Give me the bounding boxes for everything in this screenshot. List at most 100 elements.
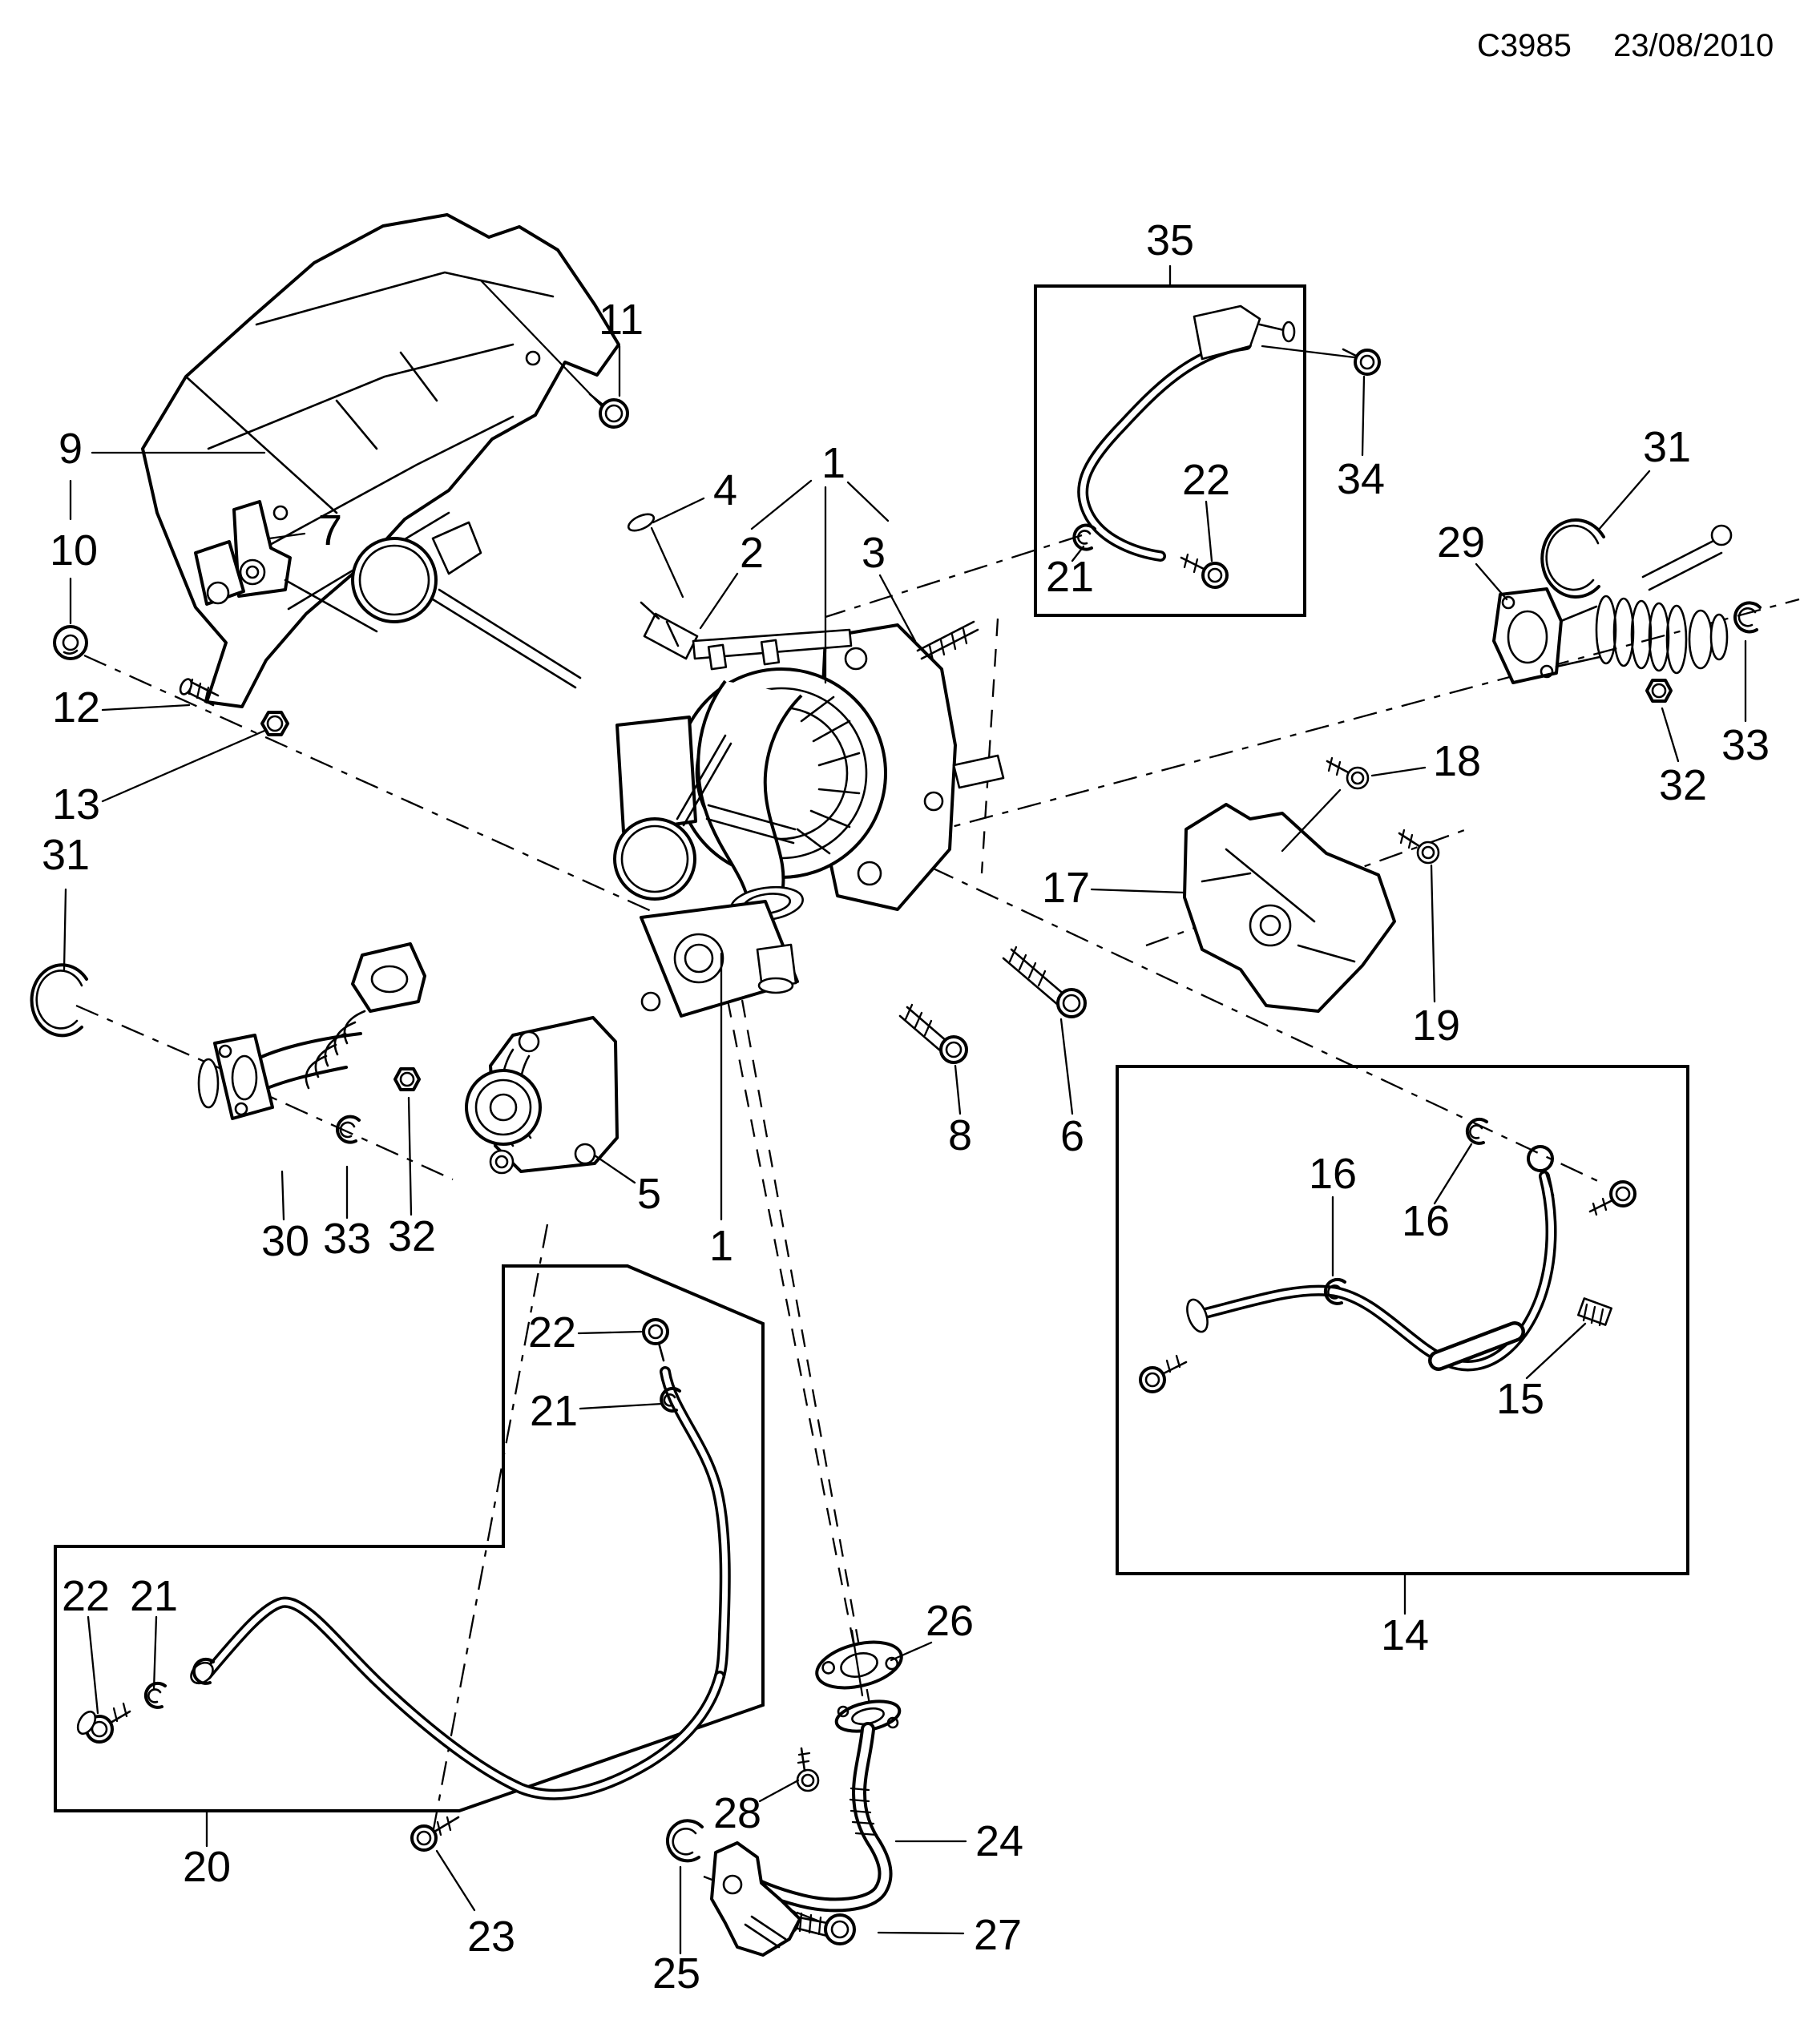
- vacuum-actuator: [351, 521, 582, 689]
- callout-6: 6: [1060, 1112, 1084, 1160]
- nut-33-right: [1733, 601, 1762, 634]
- seal-ring-25: [666, 1819, 704, 1863]
- callout-11: 11: [599, 296, 644, 344]
- drain-gasket: [815, 1640, 903, 1690]
- banjo-bolt-22: [642, 1318, 669, 1362]
- callout-18: 18: [1433, 737, 1481, 785]
- oil-feed-pipe-upper: [1072, 304, 1296, 589]
- callout-31: 31: [42, 831, 90, 879]
- callout-19: 19: [1412, 1002, 1460, 1050]
- clip-16: [1323, 1277, 1346, 1305]
- callout-27: 27: [974, 1911, 1022, 1959]
- banjo-bolt-22: [1180, 553, 1229, 589]
- snap-ring: [30, 963, 88, 1038]
- screw-19: [1398, 828, 1440, 865]
- callout-4: 4: [713, 466, 737, 514]
- heat-shield: [141, 213, 620, 708]
- callout-15: 15: [1496, 1375, 1544, 1423]
- clip-33-left: [336, 1115, 361, 1144]
- oil-feed-pipe-lower: [76, 1318, 731, 1800]
- callout-21: 21: [530, 1387, 578, 1435]
- turbine-fins: [796, 695, 861, 855]
- box-14: [1116, 1065, 1689, 1575]
- stud: [916, 620, 979, 662]
- snap-ring: [1540, 518, 1605, 599]
- bolt-6: [1002, 945, 1087, 1018]
- callout-25: 25: [652, 1949, 700, 1998]
- banjo-bolt-22: [76, 1702, 131, 1744]
- callout-17: 17: [1042, 864, 1090, 912]
- turbo-heat-shield: [1183, 803, 1396, 1013]
- callout-21: 21: [130, 1572, 178, 1620]
- nut-13: [260, 711, 289, 736]
- nut-32-left: [393, 1067, 421, 1091]
- nut-32-right: [1645, 679, 1673, 703]
- callout-32: 32: [388, 1212, 436, 1260]
- callout-32: 32: [1659, 761, 1707, 809]
- drawing-date: 23/08/2010: [1613, 28, 1774, 63]
- stud-12: [179, 678, 220, 707]
- bellows: [305, 1010, 366, 1090]
- screw-18: [1326, 756, 1370, 790]
- callout-7: 7: [318, 506, 342, 554]
- callout-14: 14: [1381, 1611, 1429, 1659]
- turbocharger: [613, 620, 1005, 1018]
- callout-16: 16: [1309, 1150, 1357, 1198]
- callout-3: 3: [862, 529, 886, 577]
- callout-26: 26: [926, 1597, 974, 1645]
- boost-sensor: [640, 601, 699, 660]
- callout-20: 20: [183, 1843, 231, 1891]
- pipe-clamp: [192, 1657, 215, 1685]
- callout-28: 28: [713, 1789, 761, 1837]
- support-bracket: [194, 500, 378, 633]
- hose-clamp-21: [143, 1681, 167, 1709]
- bypass-valve: [465, 1016, 619, 1175]
- hose-clamp-21: [660, 1386, 681, 1413]
- callout-22: 22: [528, 1308, 576, 1357]
- pin: [627, 513, 684, 599]
- callout-2: 2: [740, 529, 764, 577]
- clip-15: [1577, 1297, 1612, 1327]
- flex-pipe: [1492, 524, 1733, 684]
- callout-31: 31: [1643, 423, 1691, 471]
- washer-10: [53, 625, 88, 660]
- callout-5: 5: [637, 1170, 661, 1218]
- bolt-28: [796, 1747, 820, 1792]
- oil-drain-pipe: [730, 1699, 902, 1913]
- bolt-8: [898, 1003, 968, 1064]
- banjo-bolt: [1588, 1180, 1637, 1216]
- downpipe: [197, 942, 426, 1120]
- bolt: [1139, 1354, 1188, 1393]
- callout-24: 24: [975, 1817, 1023, 1865]
- callout-10: 10: [50, 526, 98, 574]
- oil-return-pipe: [1139, 1117, 1637, 1393]
- callout-35: 35: [1146, 216, 1194, 264]
- callout-9: 9: [59, 425, 83, 473]
- corrugation: [849, 1787, 878, 1836]
- bolt-23: [410, 1816, 460, 1852]
- callout-21: 21: [1046, 553, 1094, 601]
- callout-16: 16: [1402, 1197, 1450, 1245]
- callout-1: 1: [709, 1222, 733, 1270]
- box-20: [54, 1264, 765, 1812]
- drain-bracket: [710, 1841, 801, 1957]
- callout-30: 30: [261, 1217, 309, 1265]
- bolt: [489, 1149, 515, 1175]
- callout-22: 22: [1182, 456, 1230, 504]
- fasteners: [53, 348, 1762, 1945]
- callout-33: 33: [323, 1215, 371, 1263]
- bolt-34: [1342, 348, 1381, 376]
- callout-23: 23: [467, 1913, 515, 1961]
- hose-clamp-21: [1072, 523, 1096, 551]
- callout-1: 1: [821, 439, 845, 487]
- bolt-11: [588, 393, 629, 429]
- callout-22: 22: [62, 1572, 110, 1620]
- callout-33: 33: [1721, 721, 1770, 769]
- leader-lines: [63, 264, 1747, 1955]
- callout-12: 12: [52, 683, 100, 732]
- callout-29: 29: [1437, 518, 1485, 566]
- callout-34: 34: [1337, 455, 1385, 503]
